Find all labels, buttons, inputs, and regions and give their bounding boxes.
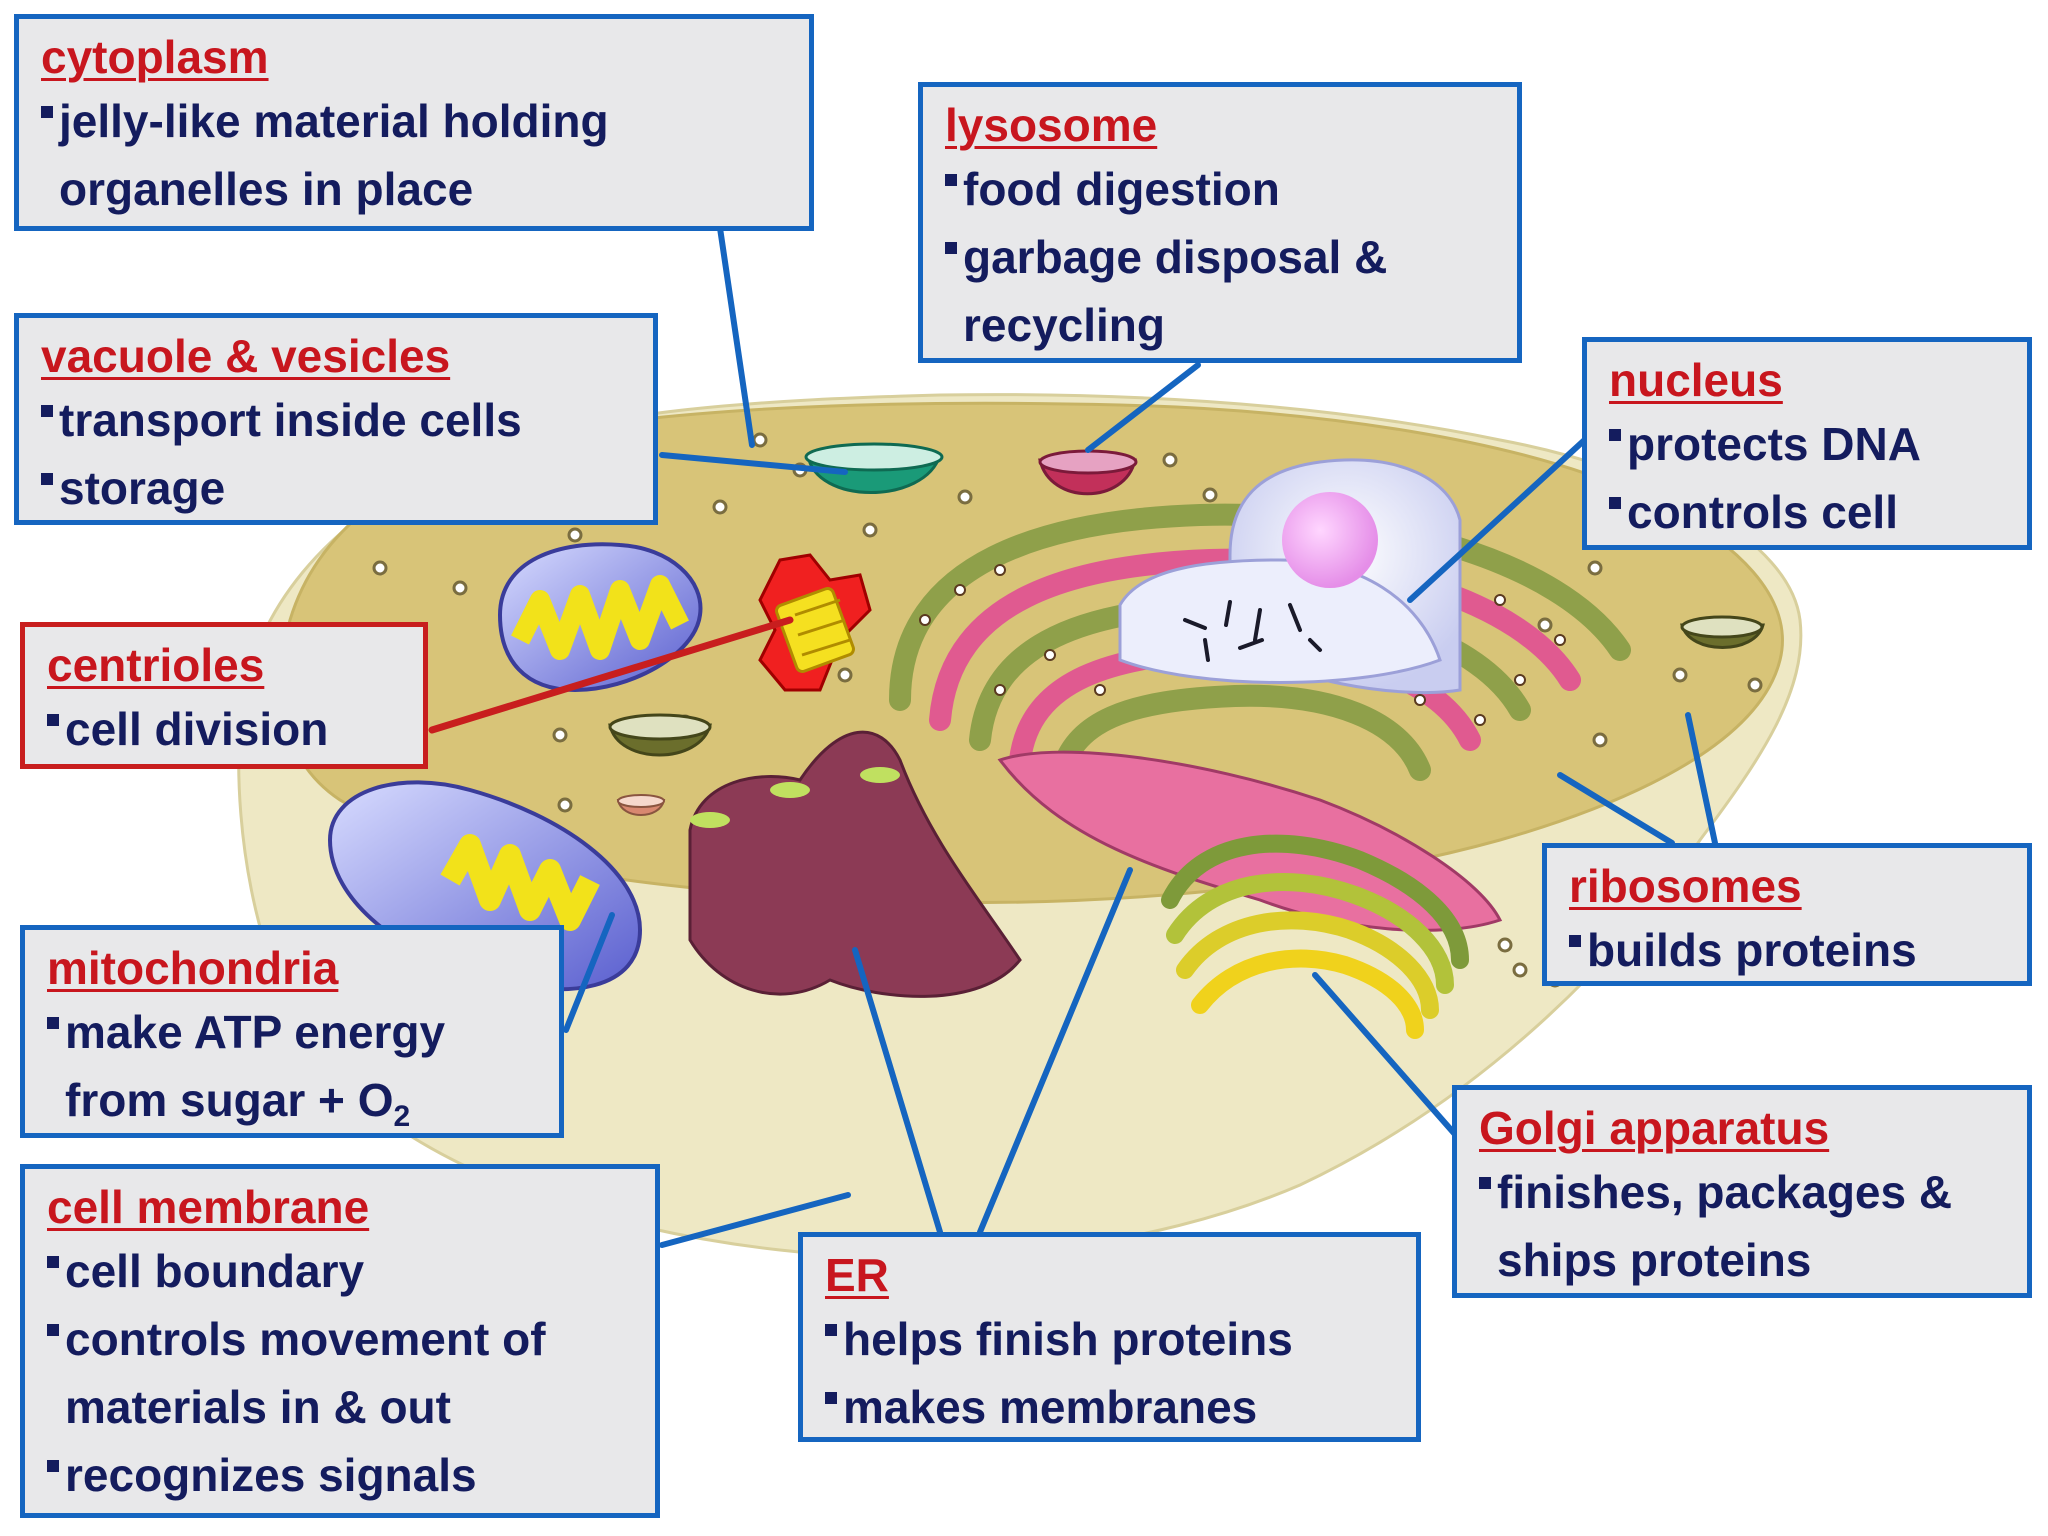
bullet-square-icon xyxy=(945,174,957,186)
cytoplasm-title: cytoplasm xyxy=(41,31,269,83)
mitochondria-title: mitochondria xyxy=(47,942,339,994)
smooth-er xyxy=(688,730,1022,998)
centrioles-label: centrioles cell division xyxy=(20,622,428,769)
lysosome-bullet-2: garbage disposal & recycling xyxy=(945,223,1499,359)
bullet-square-icon xyxy=(47,1256,59,1268)
bullet-square-icon xyxy=(825,1324,837,1336)
bullet-square-icon xyxy=(1609,497,1621,509)
mitochondria-bullet-1: make ATP energy from sugar + O2 xyxy=(47,998,541,1134)
ribosomes-label: ribosomes builds proteins xyxy=(1542,843,2032,986)
bullet-square-icon xyxy=(945,242,957,254)
vacuole-title: vacuole & vesicles xyxy=(41,330,451,382)
nucleus-drawing xyxy=(1118,458,1462,695)
oxygen-subscript: 2 xyxy=(393,1100,411,1133)
bullet-square-icon xyxy=(41,405,53,417)
bullet-square-icon xyxy=(1479,1177,1491,1189)
lysosome-title: lysosome xyxy=(945,99,1158,151)
er-title: ER xyxy=(825,1249,889,1301)
golgi-bullet-1: finishes, packages & ships proteins xyxy=(1479,1158,2009,1294)
ribosomes-bullet-1: builds proteins xyxy=(1569,916,2009,984)
bullet-square-icon xyxy=(1569,935,1581,947)
bullet-square-icon xyxy=(47,1460,59,1472)
vesicle-small-pink xyxy=(616,794,666,816)
centrioles-bullet-1: cell division xyxy=(47,695,405,763)
er-bullet-1: helps finish proteins xyxy=(825,1305,1398,1373)
centrioles-title: centrioles xyxy=(47,639,265,691)
lysosome-label: lysosome food digestion garbage disposal… xyxy=(918,82,1522,363)
bullet-square-icon xyxy=(47,1324,59,1336)
cell-membrane-bullet-2: controls movement of materials in & out xyxy=(47,1305,637,1441)
cytoplasm-label: cytoplasm jelly-like material holding or… xyxy=(14,14,814,231)
mitochondria-label: mitochondria make ATP energy from sugar … xyxy=(20,925,564,1138)
cell-membrane-title: cell membrane xyxy=(47,1181,370,1233)
nucleus-bullet-2: controls cell xyxy=(1609,478,2009,546)
cell-membrane-label: cell membrane cell boundary controls mov… xyxy=(20,1164,660,1518)
bullet-square-icon xyxy=(41,473,53,485)
golgi-title: Golgi apparatus xyxy=(1479,1102,1830,1154)
bullet-square-icon xyxy=(41,106,53,118)
vesicle-olive-right xyxy=(1680,615,1765,649)
mitochondria-bullet-text: make ATP energy from sugar + O xyxy=(65,1006,446,1126)
vacuole-bullet-1: transport inside cells xyxy=(41,386,635,454)
bullet-square-icon xyxy=(1609,429,1621,441)
lysosome-bullet-1: food digestion xyxy=(945,155,1499,223)
nucleus-label: nucleus protects DNA controls cell xyxy=(1582,337,2032,550)
bullet-square-icon xyxy=(825,1392,837,1404)
bullet-square-icon xyxy=(47,1017,59,1029)
nucleus-bullet-1: protects DNA xyxy=(1609,410,2009,478)
cell-membrane-bullet-3: recognizes signals xyxy=(47,1441,637,1509)
ribosomes-title: ribosomes xyxy=(1569,860,1802,912)
nucleus-title: nucleus xyxy=(1609,354,1783,406)
er-bullet-2: makes membranes xyxy=(825,1373,1398,1441)
bullet-square-icon xyxy=(47,714,59,726)
vacuole-label: vacuole & vesicles transport inside cell… xyxy=(14,313,658,525)
cytoplasm-bullet-1: jelly-like material holding organelles i… xyxy=(41,87,791,223)
vacuole-bullet-2: storage xyxy=(41,454,635,522)
er-label: ER helps finish proteins makes membranes xyxy=(798,1232,1421,1442)
golgi-label: Golgi apparatus finishes, packages & shi… xyxy=(1452,1085,2032,1298)
cell-membrane-bullet-1: cell boundary xyxy=(47,1237,637,1305)
lysosome-bowl xyxy=(1038,449,1138,496)
